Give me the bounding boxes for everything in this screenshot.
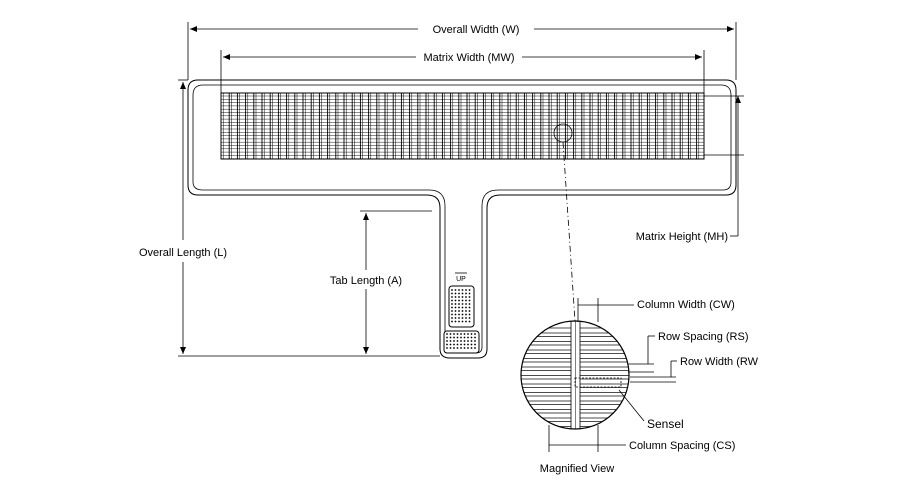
sensel-callout: Sensel: [618, 389, 684, 431]
row-spacing-label: Row Spacing (RS): [658, 331, 748, 343]
up-mark: UP: [456, 276, 466, 283]
matrix-height-dimension: Matrix Height (MH): [636, 95, 744, 243]
magnified-view: [520, 320, 630, 430]
row-width-label: Row Width (RW: [680, 356, 759, 368]
column-width-label: Column Width (CW): [637, 299, 735, 311]
sensel-label: Sensel: [647, 417, 684, 431]
column-spacing-label: Column Spacing (CS): [629, 440, 735, 452]
overall-length-dimension: Overall Length (L): [137, 79, 440, 357]
tab-length-label: Tab Length (A): [330, 275, 402, 287]
magnified-view-label: Magnified View: [540, 463, 614, 475]
magnify-leader-line: [562, 141, 576, 322]
matrix-width-label: Matrix Width (MW): [423, 52, 514, 64]
matrix-height-label: Matrix Height (MH): [636, 231, 728, 243]
overall-width-dimension: Overall Width (W): [187, 22, 737, 80]
overall-width-label: Overall Width (W): [433, 24, 520, 36]
matrix-width-dimension: Matrix Width (MW): [220, 50, 705, 93]
overall-length-label: Overall Length (L): [139, 247, 227, 259]
sensel-matrix: [220, 92, 705, 160]
column-spacing-callout: Column Spacing (CS): [548, 425, 735, 452]
column-width-callout: Column Width (CW): [577, 298, 735, 322]
row-width-callout: Row Width (RW: [630, 356, 759, 383]
tab-connector: [443, 285, 480, 354]
row-spacing-callout: Row Spacing (RS): [628, 331, 748, 373]
tab-length-dimension: Tab Length (A): [328, 210, 432, 354]
sensor-outline: [187, 79, 737, 359]
